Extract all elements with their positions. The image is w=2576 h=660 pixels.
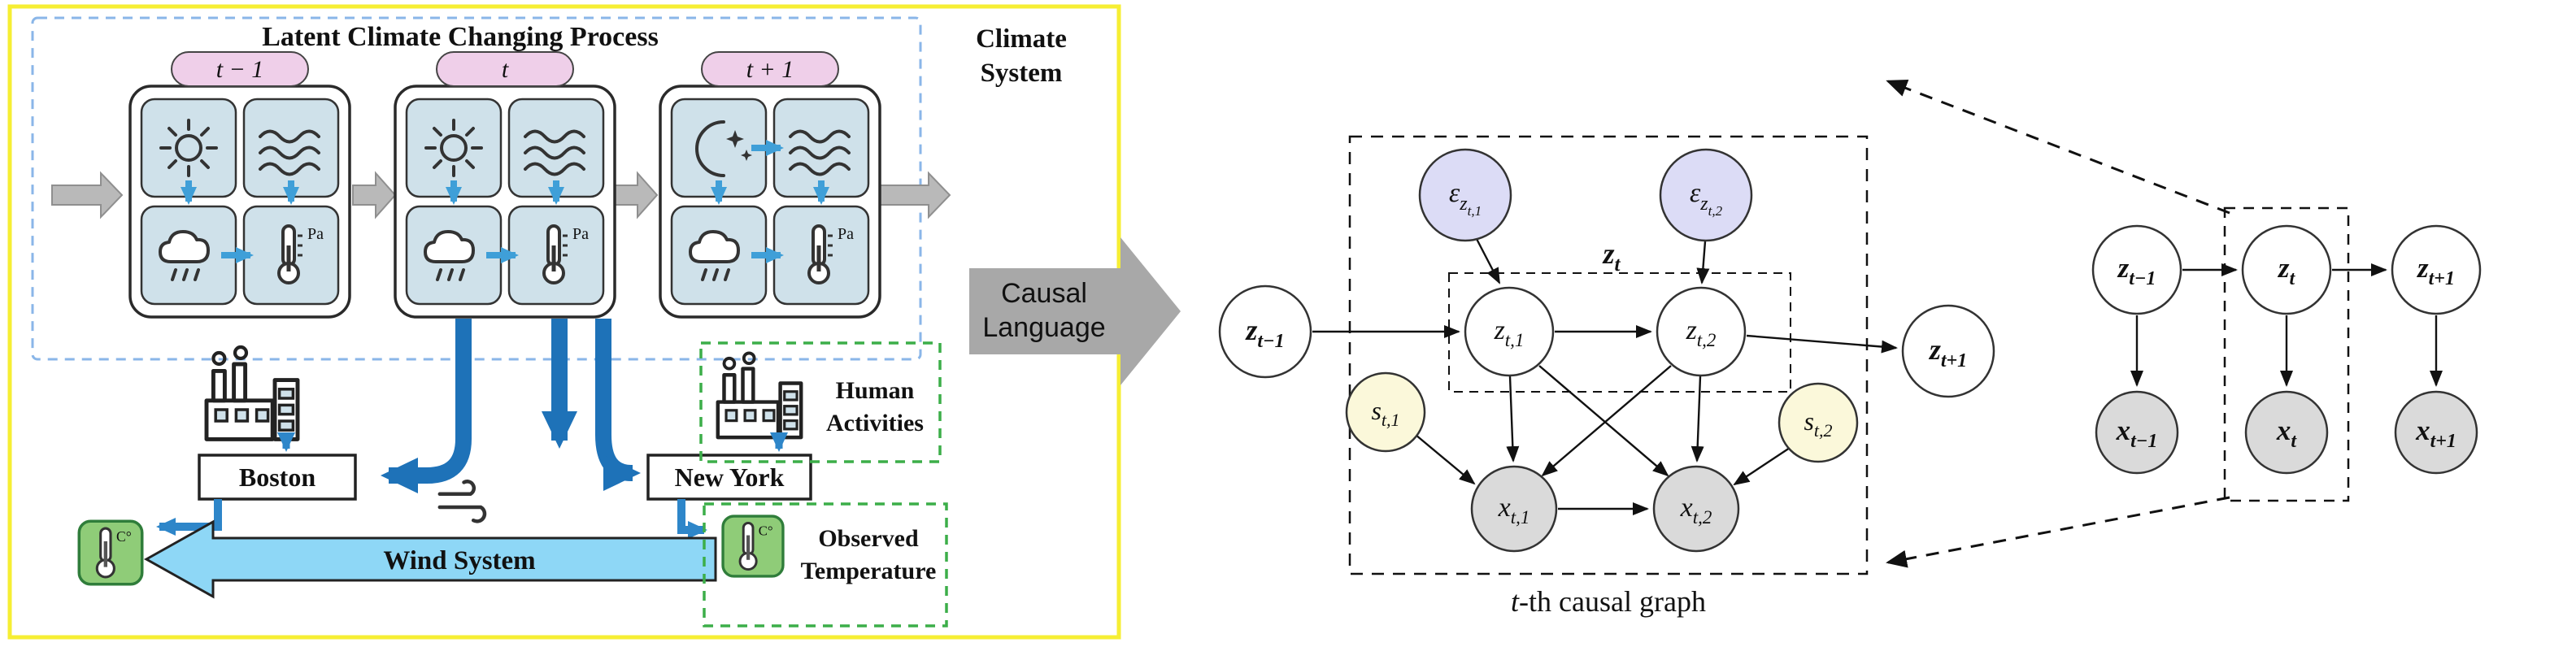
node-x-t1-label: xt,1 — [1498, 493, 1530, 528]
t-th-causal-graph: zt−1 εzt,1 εzt,2 zt zt,1 zt,2 zt+1 st,1 … — [1218, 135, 1995, 618]
time-card-curr: t — [394, 51, 616, 319]
climate-system-label-1: Climate — [976, 24, 1067, 54]
macro-node-x-next — [2394, 390, 2478, 475]
observed-temperature-label-2: Temperature — [801, 558, 937, 584]
node-z-prev — [1218, 284, 1312, 379]
card-flow-arrows — [181, 180, 299, 263]
factory-to-city-arrows — [277, 432, 788, 452]
macro-node-z-prev — [2091, 224, 2182, 315]
macro-node-x-prev-label: xt−1 — [2116, 415, 2158, 452]
edge-zt1-to-xt2 — [1538, 365, 1669, 477]
temperature-sensor-icon-right — [723, 516, 783, 576]
temporal-macro-graph: zt−1 zt zt+1 xt−1 xt xt+1 — [2091, 206, 2482, 502]
edge-zt1-to-xt1 — [1506, 376, 1520, 462]
expansion-arrow-bottom — [1886, 496, 2230, 568]
edge-eps1-to-zt1 — [1475, 238, 1501, 284]
macro-graph-edges — [2130, 263, 2443, 387]
boston-label: Boston — [239, 462, 315, 492]
latent-process-box — [31, 16, 922, 361]
observed-temperature-label-1: Observed — [818, 525, 919, 552]
climate-system-label-2: System — [981, 59, 1063, 88]
node-x-t2 — [1652, 465, 1740, 553]
causal-language-arrow — [969, 237, 1181, 385]
macro-node-z-next-label: zt+1 — [2417, 252, 2455, 289]
zt-group-box — [1448, 272, 1791, 393]
edge-zt2-to-xt2 — [1690, 376, 1704, 462]
edge-s2-to-xt2 — [1733, 446, 1791, 486]
human-activities-label-2: Activities — [826, 410, 924, 436]
node-z-prev-label: zt−1 — [1244, 314, 1284, 352]
latent-process-title: Latent Climate Changing Process — [262, 22, 659, 52]
node-x-t2-label: xt,2 — [1680, 493, 1712, 528]
macro-node-z-next — [2391, 224, 2482, 315]
wind-system-arrow — [143, 519, 717, 599]
time-step-arrow — [614, 171, 659, 219]
node-s-2 — [1778, 382, 1859, 463]
time-step-arrows — [51, 171, 951, 219]
arrow-to-new-york — [595, 319, 641, 491]
human-activities-box — [699, 341, 942, 463]
node-z-next-label: zt+1 — [1928, 333, 1967, 371]
causal-language-label-1: Causal — [1001, 278, 1087, 309]
causal-graph-box — [1348, 135, 1869, 575]
node-z-next — [1901, 304, 1995, 398]
node-epsilon-1-label: εzt,1 — [1449, 178, 1482, 219]
macro-node-x-t-label: xt — [2276, 415, 2298, 452]
time-pill — [171, 51, 309, 87]
node-z-t1 — [1464, 286, 1555, 377]
macro-node-x-prev — [2095, 390, 2179, 475]
node-z-t1-label: zt,1 — [1494, 315, 1525, 350]
climate-system-panel: Latent Climate Changing Process Climate … — [7, 4, 1121, 640]
time-pill-label: t — [502, 56, 509, 83]
node-s-1-label: st,1 — [1371, 396, 1399, 430]
time-pill — [701, 51, 839, 87]
city-to-thermometer-arrows — [156, 499, 707, 539]
macro-node-z-t-label: zt — [2278, 252, 2296, 289]
macro-node-z-t — [2241, 224, 2332, 315]
node-z-t2 — [1656, 286, 1747, 377]
arrow-to-boston — [381, 319, 472, 493]
observed-temperature-box — [703, 502, 948, 627]
latent-to-surface-arrows — [381, 319, 641, 493]
temperature-sensor-icon-left — [79, 521, 141, 584]
macro-node-z-prev-label: zt−1 — [2117, 252, 2156, 289]
node-x-t1 — [1470, 465, 1558, 553]
edge-zt2-to-xt1 — [1541, 365, 1672, 477]
time-card-next: t + 1 — [659, 51, 881, 319]
causal-graph-edges — [1312, 238, 1898, 515]
time-pill-label: t + 1 — [746, 56, 794, 83]
causal-graph-caption: t-th causal graph — [1511, 585, 1706, 618]
node-epsilon-2 — [1659, 148, 1753, 242]
node-s-1 — [1345, 371, 1426, 453]
macro-node-x-t — [2244, 390, 2329, 475]
time-step-arrow — [352, 171, 397, 219]
human-activities-label-1: Human — [836, 377, 915, 404]
causal-language-connector: Causal Language — [969, 237, 1181, 385]
boston-box — [198, 454, 357, 501]
node-s-2-label: st,2 — [1804, 406, 1832, 441]
macro-t-slice-box — [2223, 206, 2350, 502]
expansion-arrow-top — [1886, 80, 2230, 215]
edge-eps2-to-zt2 — [1696, 241, 1710, 284]
new-york-label: New York — [675, 462, 785, 492]
time-step-arrow — [51, 171, 124, 219]
card-flow-arrows — [446, 180, 564, 263]
time-card-prev: t − 1 — [128, 51, 351, 319]
expansion-arrows — [1886, 80, 2230, 568]
edge-s1-to-xt1 — [1415, 434, 1476, 485]
time-pill — [436, 51, 574, 87]
causal-language-label-2: Language — [982, 312, 1105, 343]
node-epsilon-2-label: εzt,2 — [1690, 178, 1723, 219]
wind-system-label: Wind System — [383, 546, 535, 575]
time-pill-label: t − 1 — [216, 56, 264, 83]
node-z-t2-label: zt,2 — [1686, 315, 1717, 350]
zt-group-label: zt — [1602, 237, 1621, 276]
card-flow-arrows — [711, 140, 829, 263]
node-epsilon-1 — [1418, 148, 1512, 242]
edge-zt2-to-znext — [1746, 334, 1898, 354]
macro-node-x-next-label: xt+1 — [2415, 415, 2456, 452]
time-step-arrow — [879, 171, 951, 219]
